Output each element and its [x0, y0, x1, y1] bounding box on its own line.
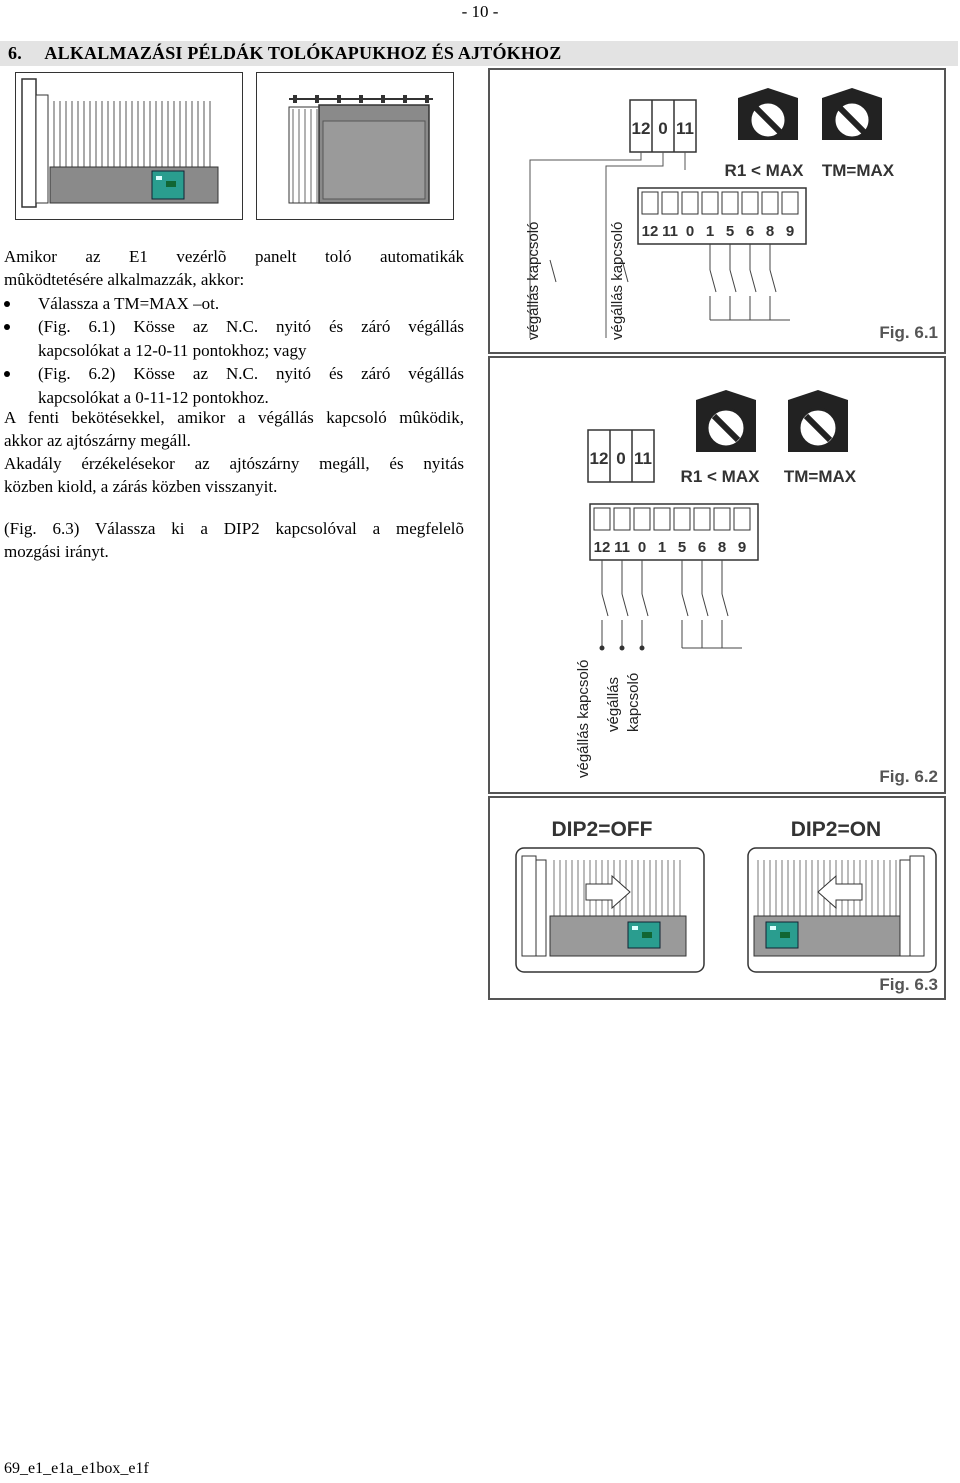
- intro-line-2: mûködtetésére alkalmazzák, akkor:: [4, 270, 245, 289]
- fig61-strip-pin: 0: [686, 223, 694, 240]
- trimmer-tm-icon: [788, 390, 848, 452]
- bullet-text-line-1: (Fig. 6.1) Kösse az N.C. nyitó és záró v…: [38, 317, 464, 336]
- paragraph-2-line-2: akkor az ajtószárny megáll.: [4, 431, 191, 450]
- fig62-label: Fig. 6.2: [879, 767, 938, 786]
- fig62-strip-pin: 11: [614, 539, 630, 556]
- fig62-top-pin: 12: [590, 449, 609, 468]
- fig62-strip-pin: 1: [658, 539, 666, 556]
- trimmer-r1-icon: [696, 390, 756, 452]
- figure-6-2: 12 0 11 R1 < MAX TM=MAX 12 11 0 1 5 6 8 …: [488, 356, 946, 794]
- fig61-strip-pin: 1: [706, 223, 714, 240]
- paragraph-3-line-2: közben kiold, a zárás közben visszanyit.: [4, 477, 278, 496]
- fig63-label: Fig. 6.3: [879, 975, 938, 994]
- section-number: 6.: [8, 43, 22, 63]
- bullet-text-line-2: kapcsolókat a 0-11-12 pontokhoz.: [38, 387, 269, 407]
- fig62-switch-label: végállás kapcsoló: [575, 660, 592, 778]
- paragraph-2-line-1: A fenti bekötésekkel, amikor a végállás …: [4, 408, 464, 427]
- fig61-strip-pin: 11: [662, 223, 678, 240]
- arrow-right-icon: [585, 874, 631, 910]
- fig61-strip-pin: 8: [766, 223, 774, 240]
- section-heading: 6. ALKALMAZÁSI PÉLDÁK TOLÓKAPUKHOZ ÉS AJ…: [0, 41, 958, 66]
- figure-6-3: DIP2=OFF DIP2=ON: [488, 796, 946, 1000]
- fig61-switch-label: végállás kapcsoló: [525, 222, 542, 340]
- fig62-strip-pin: 12: [594, 539, 611, 556]
- fig61-top-pin: 0: [658, 119, 667, 138]
- fig61-switch-label: végállás kapcsoló: [609, 222, 626, 340]
- fig61-strip-pin: 9: [786, 223, 794, 240]
- trimmer-r1-icon: [738, 88, 798, 140]
- fig63-right-title: DIP2=ON: [791, 818, 881, 841]
- fig61-trim-label: TM=MAX: [822, 161, 895, 180]
- fig61-strip-pin: 12: [642, 223, 659, 240]
- fig63-left-title: DIP2=OFF: [552, 818, 653, 841]
- fig62-strip-pin: 6: [698, 539, 706, 556]
- fig61-strip-pin: 6: [746, 223, 754, 240]
- fig62-switch-label-b: kapcsoló: [625, 673, 642, 732]
- fig62-top-pin: 0: [616, 449, 625, 468]
- fig61-top-pin: 11: [676, 119, 694, 138]
- intro-figure-right: [256, 72, 454, 220]
- fig62-strip-pin: 8: [718, 539, 726, 556]
- section-title: ALKALMAZÁSI PÉLDÁK TOLÓKAPUKHOZ ÉS AJTÓK…: [44, 43, 562, 63]
- intro-line-1: Amikor az E1 vezérlõ panelt toló automat…: [4, 247, 464, 266]
- fig62-switch-label-a: végállás: [605, 677, 622, 732]
- footer-code: 69_e1_e1a_e1box_e1f: [4, 1460, 149, 1477]
- fig62-trim-label: TM=MAX: [784, 467, 857, 486]
- fig62-trim-label: R1 < MAX: [681, 467, 761, 486]
- bullet-dot: [4, 324, 10, 330]
- paragraph-4-line-2: mozgási irányt.: [4, 542, 109, 561]
- fig61-top-pin: 12: [632, 119, 651, 138]
- fig61-trim-label: R1 < MAX: [725, 161, 805, 180]
- trimmer-tm-icon: [822, 88, 882, 140]
- page-number: - 10 -: [461, 2, 499, 21]
- arrow-left-icon: [817, 874, 863, 910]
- fig62-strip-pin: 9: [738, 539, 746, 556]
- bullet-text-line-1: (Fig. 6.2) Kösse az N.C. nyitó és záró v…: [38, 364, 464, 383]
- bullet-dot: [4, 371, 10, 377]
- fig61-label: Fig. 6.1: [879, 323, 938, 342]
- bullet-text: Válassza a TM=MAX –ot.: [38, 294, 220, 313]
- fig62-strip-pin: 5: [678, 539, 686, 556]
- fig61-strip-pin: 5: [726, 223, 734, 240]
- paragraph-3-line-1: Akadály érzékelésekor az ajtószárny megá…: [4, 454, 464, 473]
- fig62-strip-pin: 0: [638, 539, 646, 556]
- bullet-text-line-2: kapcsolókat a 12-0-11 pontokhoz; vagy: [38, 340, 307, 360]
- intro-figure-left: [15, 72, 243, 220]
- fig62-top-pin: 11: [634, 449, 652, 468]
- paragraph-4-line-1: (Fig. 6.3) Válassza ki a DIP2 kapcsolóva…: [4, 519, 464, 538]
- bullet-dot: [4, 301, 10, 307]
- figure-6-1: 12 0 11 R1 < MAX TM=MAX 12 11 0 1: [488, 68, 946, 354]
